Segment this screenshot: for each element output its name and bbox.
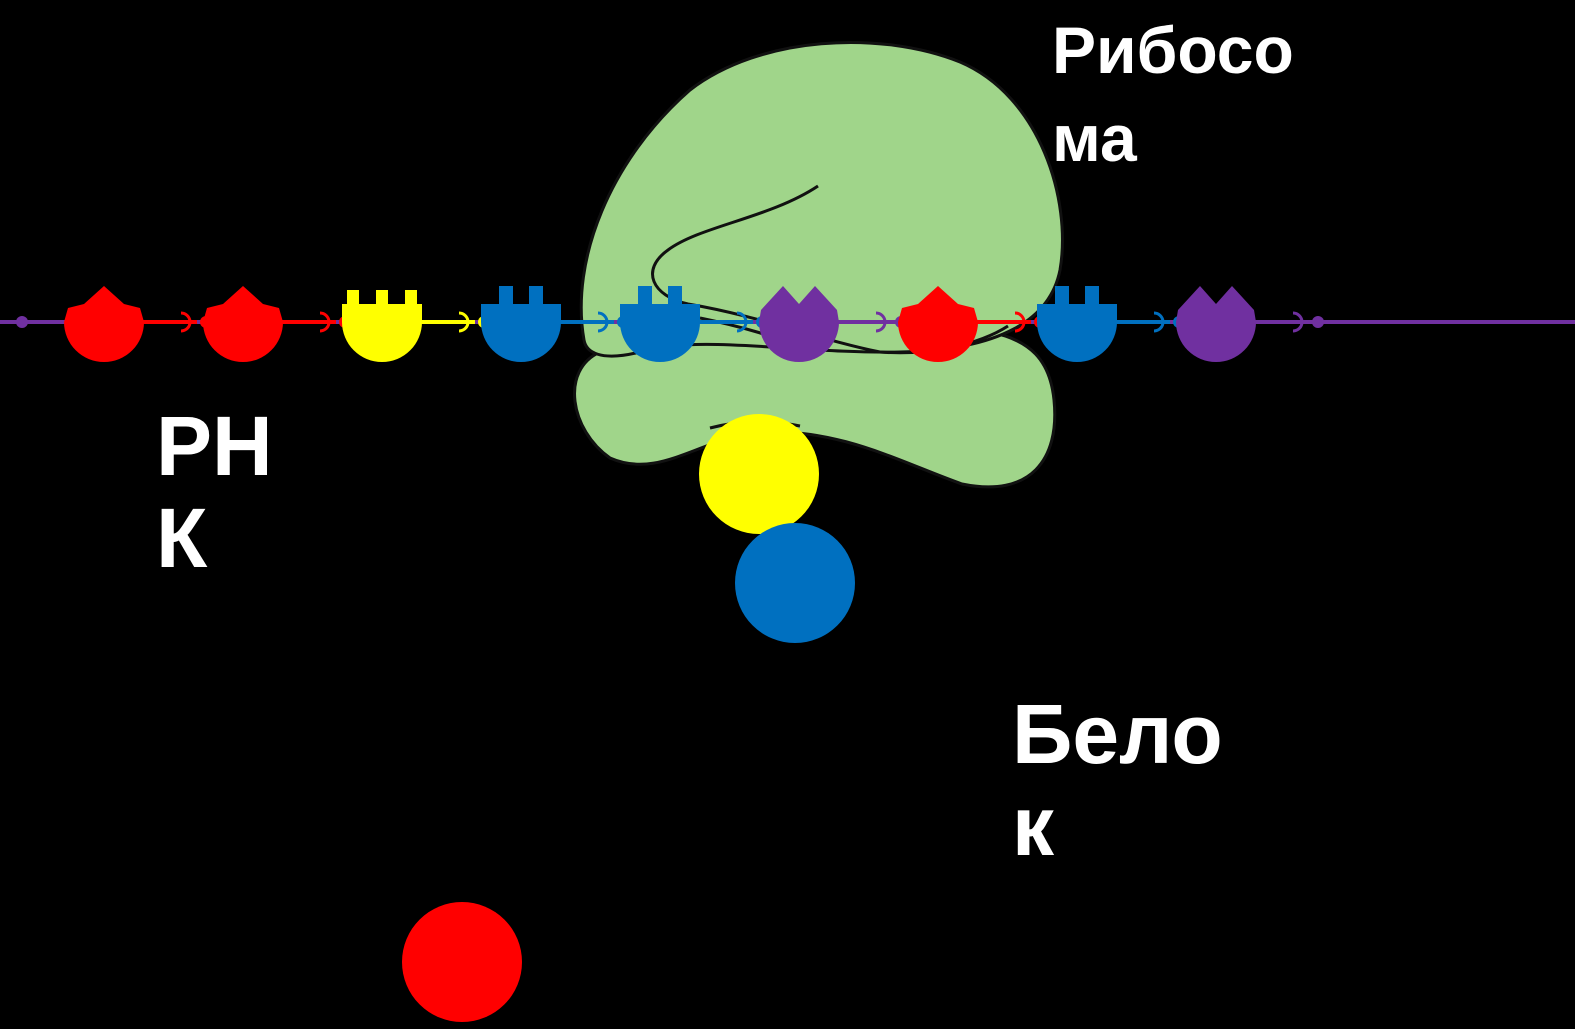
protein-label-line2: к — [1012, 779, 1055, 873]
rna-link-hook — [1014, 311, 1026, 333]
protein-label: Бело к — [1012, 688, 1223, 872]
ribosome-large-subunit — [579, 40, 1064, 358]
rna-label-line2: К — [156, 491, 208, 585]
rna-link-dot — [1312, 316, 1324, 328]
protein-label-line1: Бело — [1012, 687, 1223, 781]
rna-nucleotide-blue — [1037, 286, 1117, 362]
rna-nucleotide-red — [898, 286, 978, 362]
peak-icon — [898, 286, 978, 322]
rna-link-hook — [1153, 311, 1165, 333]
rna-nucleotide-purple — [1176, 286, 1256, 362]
ribosome-label-line1: Рибосо — [1052, 13, 1294, 87]
amino-acid-blue — [735, 523, 855, 643]
rna-link-hook — [597, 311, 609, 333]
rna-strand — [0, 286, 1575, 362]
ribosome-label-line2: ма — [1052, 101, 1137, 175]
rna-link-hook — [180, 311, 192, 333]
rna-nucleotide-blue — [620, 286, 700, 362]
ribosome — [573, 40, 1064, 489]
v-notch-icon — [1176, 286, 1256, 322]
rna-link-hook — [458, 311, 470, 333]
rna-label-line1: РН — [156, 399, 273, 493]
amino-acid-yellow — [699, 414, 819, 534]
rna-link-hook — [319, 311, 331, 333]
rna-link-hook — [875, 311, 887, 333]
rna-link-hook — [736, 311, 748, 333]
nucleotide-base-half — [1037, 322, 1117, 362]
nucleotide-base-half — [1176, 322, 1256, 362]
rna-nucleotide-purple — [759, 286, 839, 362]
double-notch-icon — [620, 286, 700, 322]
rna-nucleotide-blue — [481, 286, 561, 362]
rna-nucleotide-red — [203, 286, 283, 362]
free-amino-acid-red — [402, 902, 522, 1022]
rna-label: РН К — [156, 400, 273, 584]
nucleotide-base-half — [64, 322, 144, 362]
double-notch-icon — [1037, 286, 1117, 322]
rna-link-dot — [16, 316, 28, 328]
nucleotide-base-half — [620, 322, 700, 362]
nucleotide-base-half — [759, 322, 839, 362]
rna-nucleotide-red — [64, 286, 144, 362]
nucleotide-base-half — [203, 322, 283, 362]
nucleotide-base-half — [481, 322, 561, 362]
triple-notch-icon — [342, 290, 422, 322]
v-notch-icon — [759, 286, 839, 322]
rna-nucleotide-yellow — [342, 290, 422, 362]
nucleotide-base-half — [898, 322, 978, 362]
ribosome-label: Рибосо ма — [1052, 6, 1294, 182]
peak-icon — [203, 286, 283, 322]
rna-link-hook — [1292, 311, 1304, 333]
double-notch-icon — [481, 286, 561, 322]
protein-chain — [402, 414, 855, 1022]
peak-icon — [64, 286, 144, 322]
nucleotide-base-half — [342, 322, 422, 362]
